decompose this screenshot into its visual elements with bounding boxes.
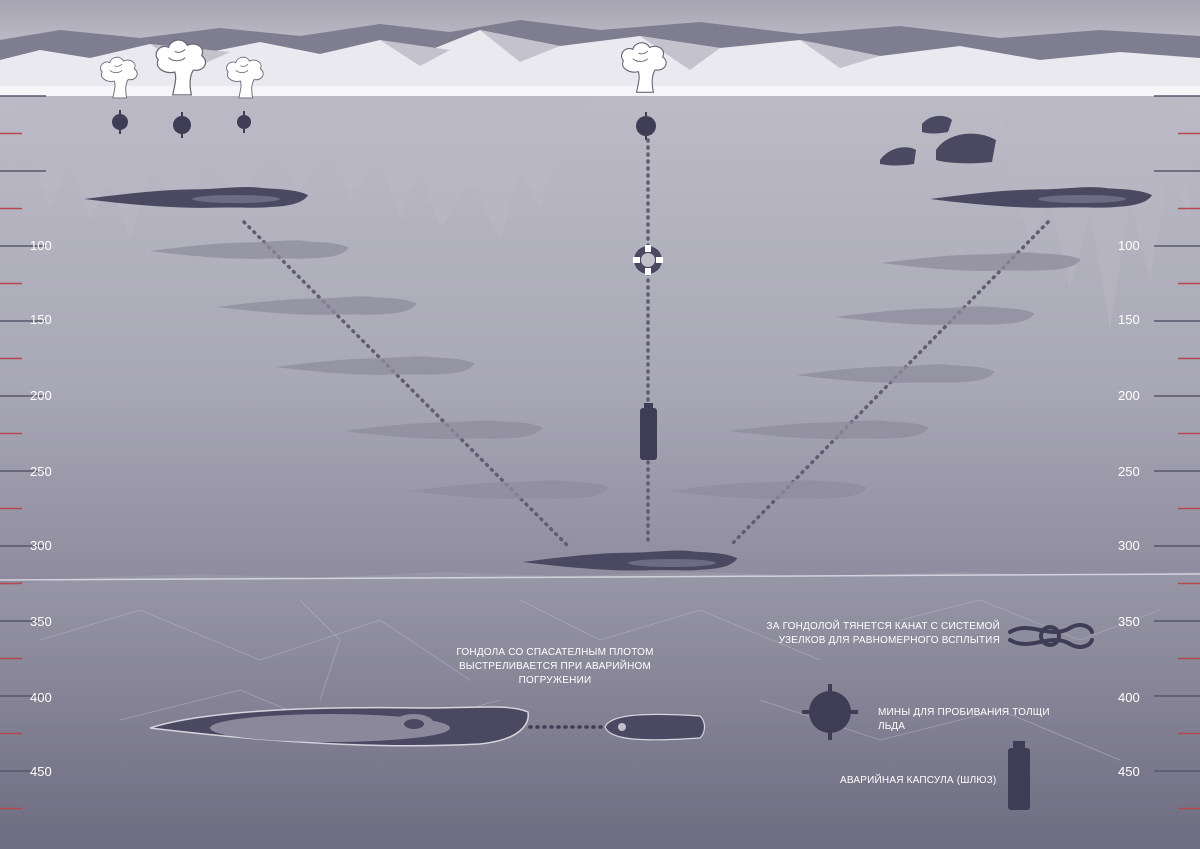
mine-icon [112, 110, 128, 134]
caption-rope: За гондолой тянется канат с системой узе… [766, 621, 1000, 646]
depth-label-right: 400 [1118, 690, 1140, 705]
submarine-icon [930, 187, 1152, 208]
capsule-icon [640, 403, 657, 460]
mountain-shadows [150, 30, 880, 70]
raft-gondola-icon [149, 706, 706, 747]
mountain-range-snow [0, 30, 1200, 95]
depth-label-left: 400 [30, 690, 52, 705]
ascent-path-left [242, 220, 570, 548]
lifebuoy-icon [633, 245, 663, 275]
mine-icon [237, 111, 251, 133]
depth-label-right: 250 [1118, 464, 1140, 479]
capsule-icon [1008, 741, 1030, 810]
depth-label-right: 200 [1118, 388, 1140, 403]
seabed [0, 572, 1200, 849]
depth-label-right: 100 [1118, 238, 1140, 253]
submarine-icon [84, 187, 308, 208]
depth-label-left: 100 [30, 238, 52, 253]
mine-icon [802, 684, 858, 740]
depth-label-right: 300 [1118, 538, 1140, 553]
mine-icon [173, 112, 191, 138]
seabed-line [0, 573, 1200, 581]
depth-label-right: 150 [1118, 312, 1140, 327]
rope-knot-icon [1008, 623, 1094, 649]
depth-label-left: 200 [30, 388, 52, 403]
depth-label-left: 350 [30, 614, 52, 629]
ice-underside-left [10, 96, 600, 240]
depth-label-right: 450 [1118, 764, 1140, 779]
ice-surface [0, 86, 1200, 96]
ice-underside-right [1000, 96, 1190, 330]
depth-label-left: 250 [30, 464, 52, 479]
caption-mines: Мины для пробивания толщи льда [878, 707, 1050, 732]
depth-label-left: 450 [30, 764, 52, 779]
mine-icon [636, 112, 656, 140]
depth-label-left: 300 [30, 538, 52, 553]
depth-label-left: 150 [30, 312, 52, 327]
submarine-icon [522, 550, 738, 571]
caption-capsule: Аварийная капсула (шлюз) [840, 775, 997, 786]
depth-tick-marks [0, 95, 1200, 810]
caption-raft: Гондола со спасателным плотом выстрелива… [456, 647, 654, 686]
walrus-icon [880, 115, 996, 166]
depth-label-right: 350 [1118, 614, 1140, 629]
